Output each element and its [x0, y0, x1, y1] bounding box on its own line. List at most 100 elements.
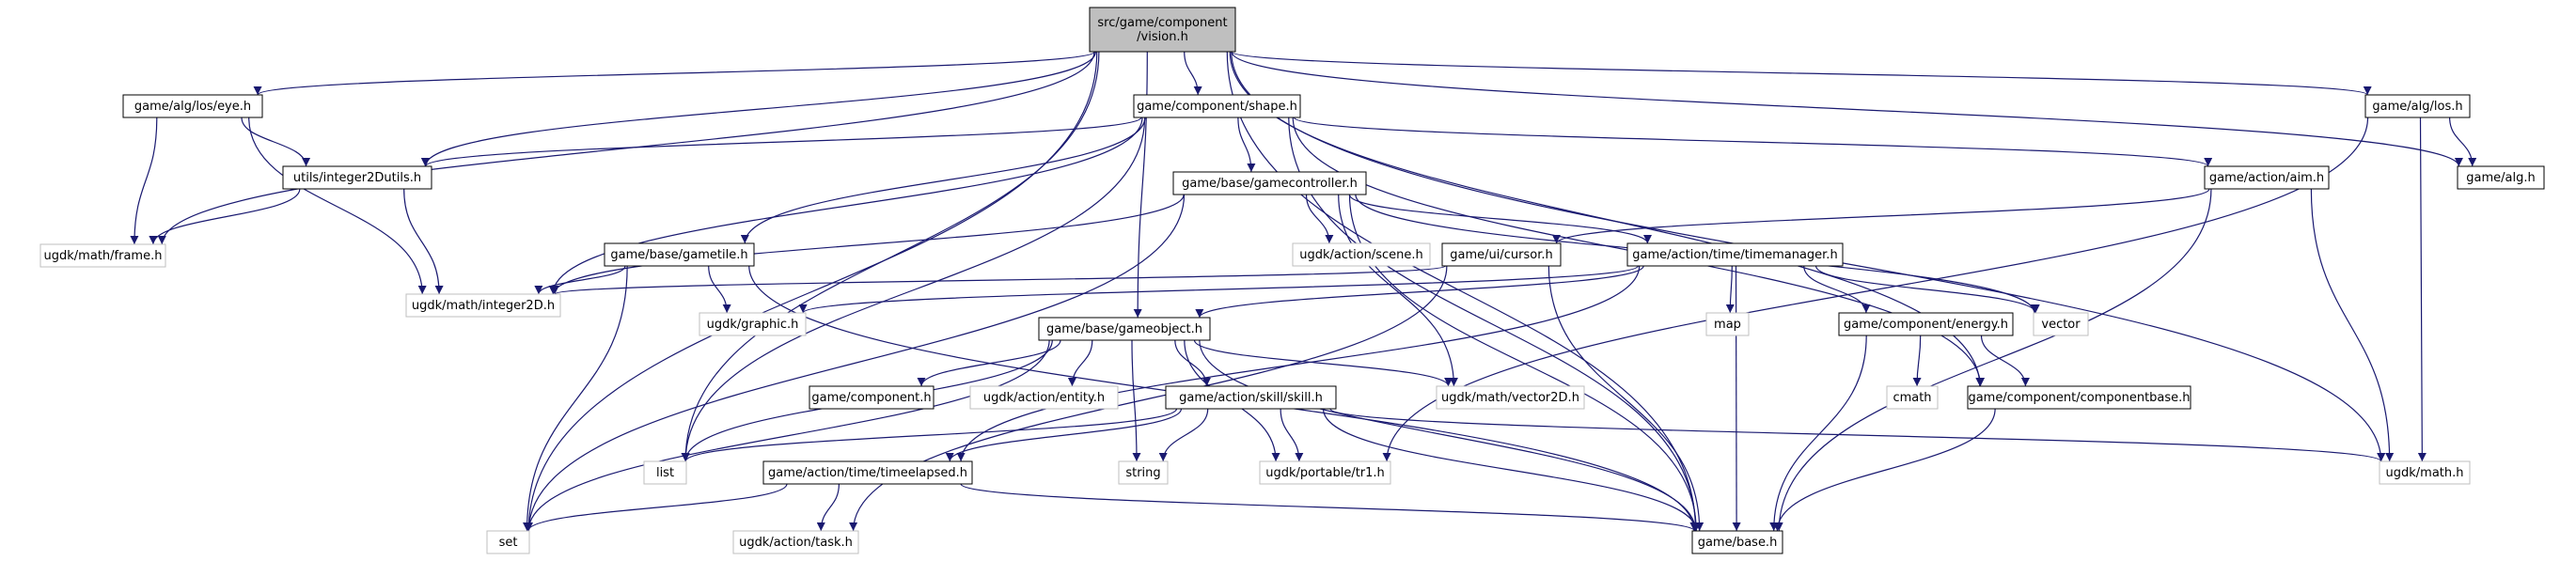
node-label: game/component/shape.h — [1137, 100, 1297, 114]
node-scene: ugdk/action/scene.h — [1292, 242, 1431, 267]
edge-gameobject-to-skill — [1174, 339, 1211, 387]
node-label: map — [1714, 318, 1741, 332]
node-cursor[interactable]: game/ui/cursor.h — [1441, 242, 1562, 267]
node-skill[interactable]: game/action/skill/skill.h — [1165, 385, 1337, 410]
edge-skill-to-timeelapsed — [945, 408, 1183, 462]
edge-shape-to-base — [1288, 117, 1701, 532]
node-label: game/base/gametile.h — [610, 248, 747, 262]
edge-timemanager-to-graphic — [798, 265, 1639, 314]
edge-gamecontroller-to-vector2d — [1338, 194, 1458, 387]
edge-eye-to-frame — [130, 117, 158, 245]
node-label: ugdk/action/entity.h — [983, 391, 1105, 405]
node-alg[interactable]: game/alg.h — [2457, 165, 2545, 190]
edge-cursor-to-base — [1547, 265, 1704, 532]
node-componentbase[interactable]: game/component/componentbase.h — [1967, 385, 2191, 410]
edge-energy-to-base — [1769, 335, 1867, 532]
node-box — [643, 460, 687, 485]
node-gameobject[interactable]: game/base/gameobject.h — [1038, 317, 1211, 341]
node-box — [2364, 94, 2471, 118]
edge-timeelapsed-to-set — [524, 483, 788, 532]
node-box — [2379, 460, 2471, 485]
node-box — [122, 94, 263, 118]
edge-timemanager-to-base — [1732, 265, 1741, 532]
node-box — [282, 165, 432, 190]
node-box — [732, 530, 859, 554]
node-label: game/action/time/timemanager.h — [1632, 248, 1837, 262]
node-shape[interactable]: game/component/shape.h — [1133, 94, 1301, 118]
node-label: ugdk/action/task.h — [739, 536, 853, 550]
node-aim[interactable]: game/action/aim.h — [2204, 165, 2330, 190]
node-box — [1172, 171, 1367, 195]
node-label: game/action/aim.h — [2209, 171, 2324, 185]
node-box — [1886, 385, 1939, 410]
node-label: list — [656, 466, 674, 480]
node-label: ugdk/math/vector2D.h — [1441, 391, 1579, 405]
edge-gametile-to-set — [523, 265, 628, 532]
edge-shape-to-gamecontroller — [1237, 117, 1256, 173]
edge-aim-to-ugdkmath — [2310, 188, 2395, 462]
node-vision[interactable]: src/game/component/vision.h — [1089, 7, 1236, 53]
node-entity: ugdk/action/entity.h — [969, 385, 1119, 410]
edge-gamecontroller-to-timemanager — [1348, 194, 1652, 244]
edge-shape-to-aim — [1293, 117, 2212, 167]
edge-vision-to-shape — [1184, 51, 1202, 96]
edge-shape-to-list — [681, 117, 1146, 462]
edge-shape-to-gametile — [740, 117, 1146, 244]
node-int2dutils[interactable]: utils/integer2Dutils.h — [282, 165, 432, 190]
node-label: game/alg.h — [2466, 171, 2535, 185]
edge-vision-to-eye — [253, 51, 1096, 96]
node-box — [1133, 94, 1301, 118]
node-box — [2033, 312, 2089, 336]
node-energy[interactable]: game/component/energy.h — [1838, 312, 2014, 336]
node-los[interactable]: game/alg/los.h — [2364, 94, 2471, 118]
edge-aim-to-cursor — [1552, 188, 2210, 244]
node-box — [486, 530, 530, 554]
edge-timeelapsed-to-task — [816, 483, 840, 532]
edge-timemanager-to-gameobject — [1195, 265, 1644, 319]
node-box — [969, 385, 1119, 410]
node-label: /vision.h — [1137, 30, 1188, 44]
node-map: map — [1705, 312, 1750, 336]
edge-skill-to-ugdkmath — [1329, 408, 2385, 462]
node-box — [1118, 460, 1169, 485]
edge-eye-to-integer2d — [248, 117, 427, 295]
edge-energy-to-cmath — [1912, 335, 1922, 387]
node-box — [1691, 530, 1783, 554]
node-vector2d: ugdk/math/vector2D.h — [1436, 385, 1585, 410]
node-gametile[interactable]: game/base/gametile.h — [604, 242, 755, 267]
node-box — [405, 293, 561, 318]
node-frame: ugdk/math/frame.h — [39, 243, 166, 268]
edge-aim-to-base — [1774, 188, 2212, 532]
node-label: cmath — [1893, 391, 1931, 405]
node-label: game/base/gameobject.h — [1046, 322, 1202, 336]
node-eye[interactable]: game/alg/los/eye.h — [122, 94, 263, 118]
dependency-nodes: src/game/component/vision.h game/alg/los/… — [39, 7, 2545, 554]
node-timemanager[interactable]: game/action/time/timemanager.h — [1626, 242, 1844, 267]
node-label: game/action/skill/skill.h — [1179, 391, 1323, 405]
edge-gameobject-to-component — [917, 339, 1061, 387]
edge-eye-to-int2dutils — [241, 117, 311, 167]
edge-skill-to-string — [1158, 408, 1209, 462]
node-label: game/component.h — [811, 391, 931, 405]
node-base[interactable]: game/base.h — [1691, 530, 1783, 554]
edge-vision-to-los — [1231, 51, 2372, 96]
node-label: ugdk/math.h — [2386, 466, 2464, 480]
node-label: game/action/time/timeelapsed.h — [768, 466, 967, 480]
node-gamecontroller[interactable]: game/base/gamecontroller.h — [1172, 171, 1367, 195]
node-box — [1967, 385, 2191, 410]
node-label: ugdk/graphic.h — [707, 318, 799, 332]
edge-int2dutils-to-frame — [149, 188, 301, 245]
edge-gamecontroller-to-set — [524, 194, 1186, 532]
edge-shape-to-integer2d — [548, 117, 1143, 295]
edge-los-to-alg — [2449, 117, 2477, 167]
edge-gameobject-to-base — [1199, 339, 1700, 532]
node-timeelapsed[interactable]: game/action/time/timeelapsed.h — [762, 460, 973, 485]
edge-gamecontroller-to-scene — [1305, 194, 1334, 244]
node-tr1: ugdk/portable/tr1.h — [1259, 460, 1391, 485]
edge-gametile-to-graphic — [708, 265, 731, 314]
node-vector: vector — [2033, 312, 2089, 336]
node-component[interactable]: game/component.h — [809, 385, 935, 410]
node-label: game/alg/los/eye.h — [134, 100, 251, 114]
edge-int2dutils-to-integer2d — [403, 188, 444, 295]
node-box — [2204, 165, 2330, 190]
